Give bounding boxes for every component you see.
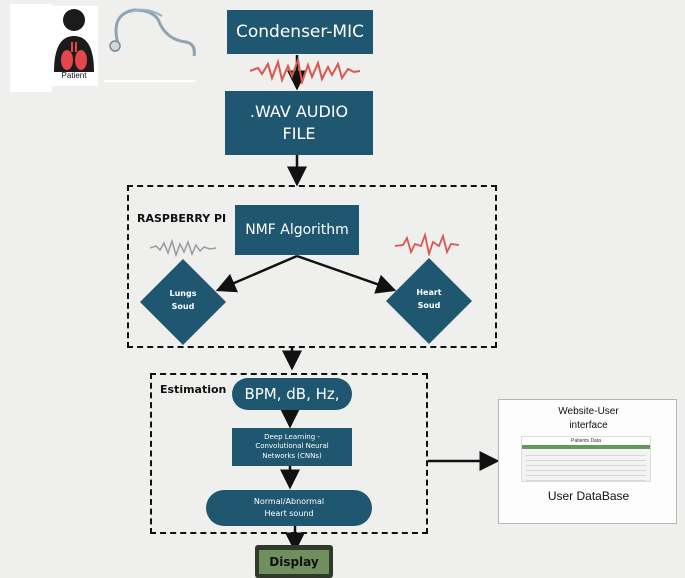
website-title-line2: interface xyxy=(569,420,608,431)
display-screen: Display xyxy=(259,550,329,574)
result-line1: Normal/Abnormal xyxy=(253,497,325,506)
raspberry-pi-region xyxy=(127,185,497,348)
patient-panel xyxy=(10,4,52,92)
estimation-region xyxy=(150,373,428,534)
website-db-label: User DataBase xyxy=(547,489,630,503)
heart-sound-diamond: Heart Soud xyxy=(386,258,472,344)
patient-icon xyxy=(50,6,98,86)
website-table-title: Patients Data xyxy=(570,438,602,444)
lung-waveform-gray xyxy=(149,238,217,258)
arrow-nmf-to-heart xyxy=(296,254,397,294)
stethoscope-icon xyxy=(100,4,200,84)
metrics-box: BPM, dB, Hz, xyxy=(232,378,352,410)
wav-file-box: .WAV AUDIO FILE xyxy=(225,91,373,155)
result-box: Normal/Abnormal Heart sound xyxy=(206,490,372,526)
audio-waveform-red xyxy=(249,56,361,86)
estimation-label: Estimation xyxy=(160,383,227,396)
condenser-mic-box: Condenser-MIC xyxy=(227,10,373,54)
lungs-sound-diamond: Lungs Soud xyxy=(140,259,226,345)
cnn-line2: Convolutional Neural xyxy=(255,442,329,451)
display-label: Display xyxy=(269,555,319,569)
condenser-mic-label: Condenser-MIC xyxy=(236,22,364,42)
lungs-sound-line2: Soud xyxy=(171,301,195,311)
heart-sound-line2: Soud xyxy=(417,300,441,310)
nmf-algorithm-label: NMF Algorithm xyxy=(245,222,349,238)
metrics-label: BPM, dB, Hz, xyxy=(244,385,340,403)
raspberry-pi-label: RASPBERRY PI xyxy=(137,212,227,225)
cnn-line3: Networks (CNNs) xyxy=(262,451,322,460)
result-line2: Heart sound xyxy=(264,509,314,518)
website-title-line1: Website-User xyxy=(558,406,619,417)
website-table-header: Patients Data xyxy=(522,437,650,445)
display-module: Display xyxy=(255,545,333,578)
cnn-box: Deep Learning - Convolutional Neural Net… xyxy=(232,428,352,466)
nmf-algorithm-box: NMF Algorithm xyxy=(235,205,359,255)
website-table-thumbnail: Patients Data xyxy=(521,436,651,482)
patient-underline xyxy=(104,80,196,82)
heart-sound-line1: Heart xyxy=(416,288,442,297)
wav-file-line2: FILE xyxy=(282,124,316,143)
website-table-rows xyxy=(526,451,646,481)
patient-label: Patient xyxy=(61,71,87,80)
wav-file-line1: .WAV AUDIO xyxy=(249,101,349,121)
arrow-nmf-to-lungs xyxy=(215,254,298,293)
website-table-bar xyxy=(522,445,650,449)
lungs-sound-line1: Lungs xyxy=(169,289,197,298)
cnn-line1: Deep Learning - xyxy=(264,433,320,442)
website-panel: Website-User interface Patients Data Use… xyxy=(498,399,677,524)
heart-waveform-red xyxy=(394,231,460,258)
